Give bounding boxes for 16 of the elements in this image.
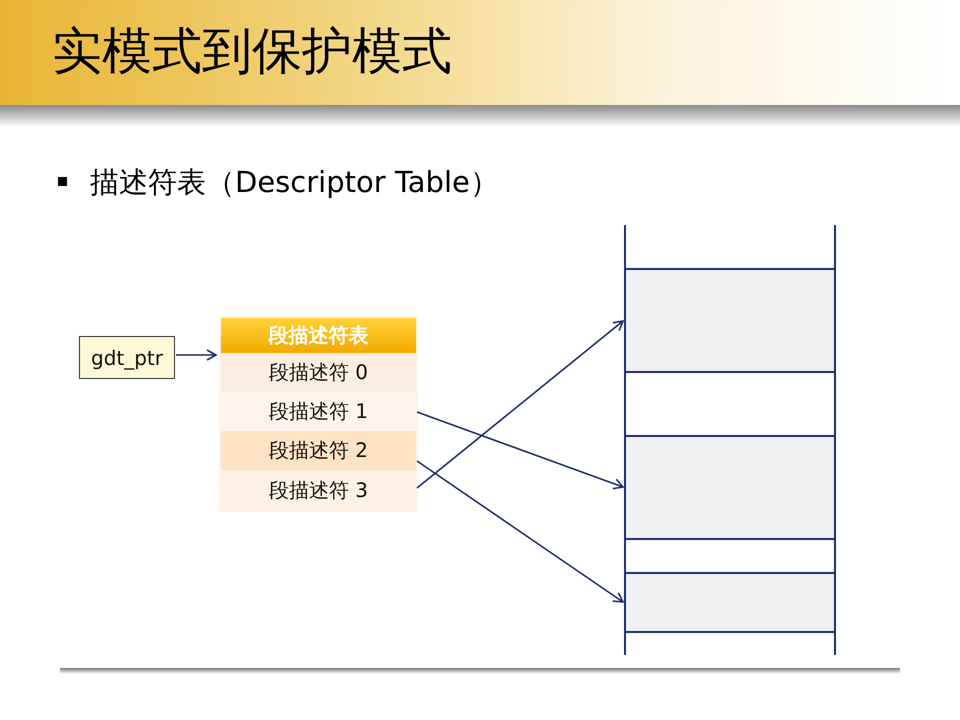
pointer-box: gdt_ptr (79, 336, 175, 379)
slide-title: 实模式到保护模式 (52, 21, 452, 82)
table-row: 段描述符 3 (221, 470, 416, 510)
table-row: 段描述符 1 (221, 392, 416, 431)
bullet-text: 描述符表（Descriptor Table） (90, 164, 499, 201)
table-row: 段描述符 2 (221, 431, 416, 470)
memory-segment (626, 437, 834, 538)
table-header: 段描述符表 (221, 318, 416, 353)
arrow (416, 411, 624, 490)
memory-segment (626, 270, 834, 371)
table-row: 段描述符 0 (221, 353, 416, 392)
arrow (416, 460, 624, 603)
descriptor-table (219, 316, 418, 512)
arrow (176, 349, 217, 361)
arrow (416, 320, 624, 489)
memory-segment (626, 574, 834, 631)
